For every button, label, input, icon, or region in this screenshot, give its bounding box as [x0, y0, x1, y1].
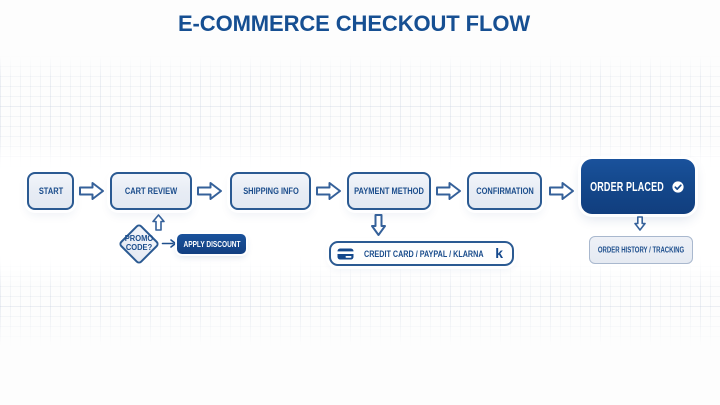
arrow-start-to-cart-review	[79, 182, 104, 200]
arrow-promo-to-apply-discount	[161, 238, 177, 249]
arrow-payment-to-confirmation	[436, 182, 461, 200]
payment-options-bar[interactable]: CREDIT CARD / PAYPAL / KLARNA k	[329, 241, 514, 266]
flow-node-start[interactable]: START	[27, 172, 74, 210]
arrow-shipping-to-payment	[316, 182, 341, 200]
arrow-promo-to-cart-review	[152, 214, 165, 231]
decision-promo-code[interactable]: PROMO CODE?	[117, 221, 161, 266]
order-history-tracking[interactable]: ORDER HISTORY / TRACKING	[589, 236, 693, 264]
flow-node-confirmation-label: CONFIRMATION	[475, 186, 534, 196]
flow-node-cart-review[interactable]: CART REVIEW	[110, 172, 192, 210]
flow-node-order-placed-label: ORDER PLACED	[590, 179, 664, 194]
apply-discount-label: APPLY DISCOUNT	[182, 239, 241, 249]
credit-card-icon	[337, 248, 354, 259]
flow-node-shipping-info[interactable]: SHIPPING INFO	[230, 172, 311, 210]
check-circle-icon	[672, 180, 684, 193]
flow-node-shipping-info-label: SHIPPING INFO	[242, 186, 299, 196]
flow-node-order-placed[interactable]: ORDER PLACED	[581, 159, 695, 214]
payment-options-label: CREDIT CARD / PAYPAL / KLARNA	[364, 248, 484, 259]
flow-node-cart-review-label: CART REVIEW	[124, 186, 178, 196]
flow-node-start-label: START	[38, 186, 63, 196]
arrow-payment-to-options	[371, 214, 386, 236]
flow-node-payment-method-label: PAYMENT METHOD	[354, 186, 424, 196]
arrow-confirmation-to-order-placed	[549, 182, 574, 200]
apply-discount-button[interactable]: APPLY DISCOUNT	[177, 234, 246, 254]
flow-node-payment-method[interactable]: PAYMENT METHOD	[347, 172, 431, 210]
page-title: E-COMMERCE CHECKOUT FLOW	[177, 11, 531, 36]
order-history-tracking-label: ORDER HISTORY / TRACKING	[597, 245, 685, 255]
flow-node-confirmation[interactable]: CONFIRMATION	[467, 172, 542, 210]
decision-promo-code-label: PROMO CODE?	[124, 233, 154, 252]
arrow-order-placed-to-history	[634, 216, 646, 231]
klarna-logo: k	[495, 244, 503, 261]
arrow-cart-review-to-shipping	[197, 182, 222, 200]
